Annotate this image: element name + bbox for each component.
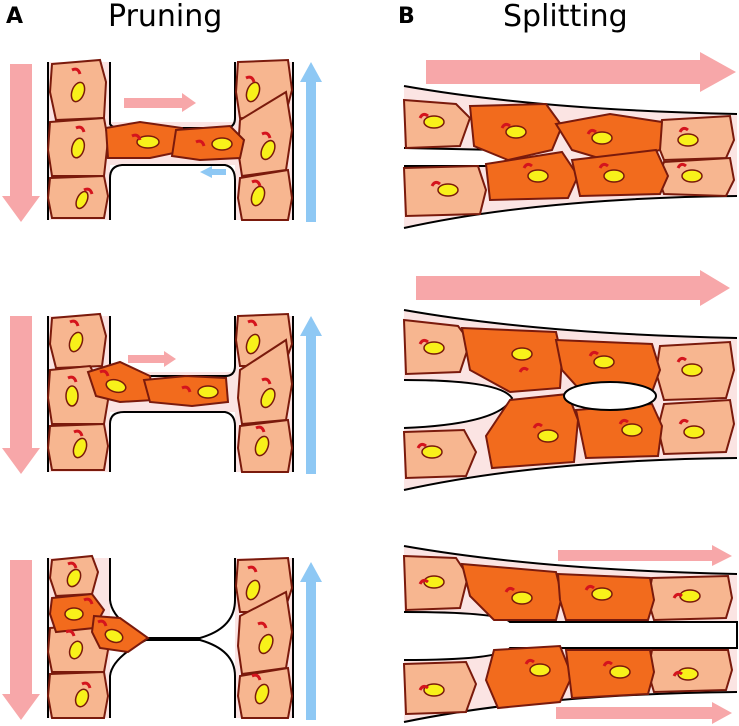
flow-arrow-right [128, 351, 176, 367]
golgi [418, 112, 689, 187]
pruning-stage-3 [46, 554, 294, 719]
golgi [67, 319, 272, 437]
flow-arrow-right [124, 93, 196, 112]
flow-arrow-down [2, 64, 40, 222]
nuclei [70, 81, 276, 210]
panel-b-title: Splitting [503, 0, 628, 34]
flow-arrow-up [300, 62, 322, 222]
vessel-wall [109, 558, 236, 639]
vessel-wall [403, 379, 514, 429]
intussusceptive-pillar [563, 381, 657, 411]
nuclei [65, 331, 276, 459]
flow-arrow-up [300, 562, 322, 720]
pruning-stage-2 [46, 312, 294, 473]
endothelial-cells-light [46, 58, 294, 221]
panel-a-title: Pruning [108, 0, 223, 34]
flow-arrow-down [2, 560, 40, 720]
splitting-flow-arrows [416, 52, 736, 724]
vessel-wall [109, 411, 236, 472]
vessel-wall [403, 457, 738, 491]
vessel-wall [403, 309, 738, 339]
pruning-stage-1 [46, 58, 294, 221]
splitting-stage-1 [402, 85, 738, 229]
flow-arrow-right [556, 702, 732, 724]
golgi [71, 67, 272, 195]
nuclei [64, 568, 274, 708]
splitting-stage-3 [402, 545, 738, 723]
golgi [65, 561, 268, 689]
vessel-wall [403, 545, 738, 575]
vessel-wall [403, 611, 738, 661]
pruning-flow-arrows [2, 62, 322, 720]
nuclei [423, 575, 701, 697]
nuclei [421, 341, 705, 459]
splitting-stage-2 [402, 309, 738, 491]
panel-b-letter: B [398, 4, 415, 29]
golgi [418, 578, 683, 691]
flow-arrow-right [426, 52, 736, 92]
vessel-wall [403, 195, 738, 229]
golgi [416, 338, 689, 449]
vessel-wall [109, 639, 236, 718]
vessel-wall [109, 164, 236, 220]
flow-arrow-up [300, 316, 322, 474]
panel-a-letter: A [6, 4, 24, 29]
nuclei [423, 115, 703, 197]
flow-arrow-down [2, 316, 40, 474]
vessel-wall [109, 62, 236, 129]
flow-arrow-right [558, 545, 732, 566]
flow-arrow-left [200, 166, 226, 178]
flow-arrow-right [416, 270, 730, 306]
vessel-wall [403, 85, 738, 115]
